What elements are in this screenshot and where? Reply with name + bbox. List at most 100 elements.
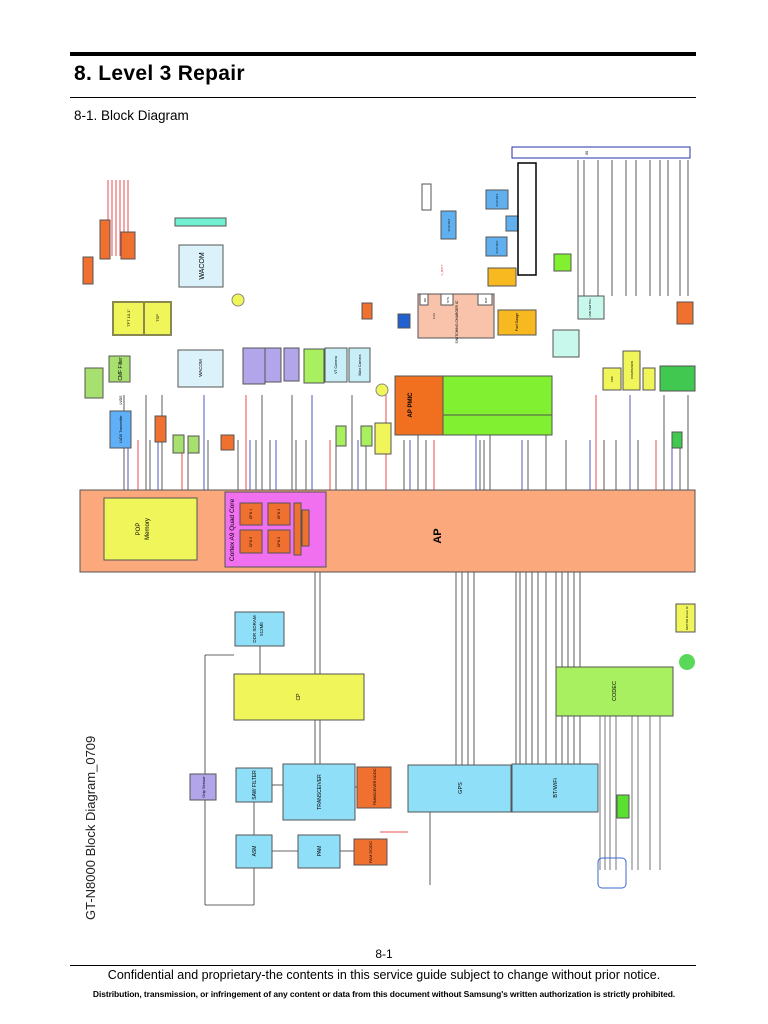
sensor-block-4 [303, 348, 325, 384]
pam-label: PAM [317, 846, 323, 856]
saw-filter-block [235, 767, 273, 803]
pop-memory-block [103, 497, 198, 561]
regulator-block-2 [99, 219, 111, 260]
wacom-top-block [178, 244, 224, 288]
charger-dc-pin [419, 293, 429, 306]
ldo-right [553, 253, 572, 272]
page-number: 8-1 [375, 947, 393, 961]
pch-fet-3 [485, 236, 508, 257]
saw-label: SAW FILTER [252, 770, 258, 800]
pam-block [297, 834, 341, 869]
ldo-array-block [442, 375, 553, 416]
filter-right [671, 431, 683, 449]
fet-small [505, 215, 519, 232]
wires [107, 160, 689, 906]
confidential-notice: Confidential and proprietary-the content… [107, 968, 661, 982]
mic-block [597, 857, 627, 889]
ap-label: AP [432, 528, 444, 543]
sensor-hub-block [659, 365, 696, 392]
grip-label: Grip Sensor [201, 776, 206, 798]
motor-label: MOTOR Driver IC [685, 605, 689, 630]
dig-block [642, 367, 656, 391]
camera-ldo-1 [335, 425, 347, 447]
cpu3-block [267, 502, 291, 526]
legal-notice: Distribution, transmission, or infringem… [92, 989, 676, 999]
ap-pmic-block [394, 375, 444, 436]
charger-bat-label: BAT [484, 297, 488, 303]
status-led-icon [231, 293, 245, 307]
wacom-top-label: WACOM [199, 252, 206, 280]
audio-amp-block [616, 794, 630, 819]
sensor-block-3 [283, 347, 300, 382]
lvds-transmitter-block [109, 410, 132, 449]
btwifi-block [511, 763, 599, 813]
cp-block [233, 673, 365, 721]
regulator-right [676, 301, 694, 325]
tsp-power-block [154, 415, 167, 443]
cortex-label: Cortex A9 Quad Core [229, 499, 236, 562]
lvds-signal-label: LVDS [119, 395, 123, 405]
cpu0-label: CPU 0 [249, 537, 253, 547]
charger-bat-pin [477, 293, 493, 306]
bus-label: 30 [584, 150, 589, 155]
regulator-block-3 [120, 231, 136, 260]
transceiver-label: TRANSCEIVER [317, 774, 323, 810]
codec-block [555, 666, 674, 717]
companion-block [622, 350, 641, 391]
charger-voltage: 4.2V [432, 313, 436, 319]
ldo-block-a [172, 434, 185, 454]
adc-label: ADC [610, 375, 614, 382]
ldo-block-b [187, 435, 200, 454]
sensor-block-1 [242, 347, 266, 385]
battery-block [487, 267, 517, 287]
tsp-label: TSP [155, 314, 160, 322]
ovp-block [421, 183, 432, 211]
tsp-block [145, 303, 170, 334]
pam-dcdc-block [353, 838, 388, 866]
status-led-icon-2 [375, 383, 389, 397]
adc-block [602, 367, 622, 391]
pop-label: POP [136, 523, 142, 536]
cpu1-label: CPU 1 [249, 509, 253, 519]
pch-fet-1-label: P-ch FET [447, 219, 451, 232]
pam-dcdc-label: PAM DC/DC [368, 841, 373, 863]
cpu2-block [267, 529, 291, 554]
system-control-block [293, 502, 302, 556]
pmic-indicator [397, 313, 411, 329]
v-batt-label: V_BATT [440, 264, 444, 275]
l2-cache-block [301, 509, 310, 547]
btwifi-label: BT/WiFi [553, 778, 559, 798]
asm-block [235, 834, 273, 869]
wacom-panel [174, 217, 227, 227]
vt-camera-block [324, 347, 348, 383]
header-rule [70, 52, 696, 56]
grip-sensor-block [189, 773, 217, 801]
cmf-label: CMF Filter [118, 357, 124, 381]
tft-block [114, 303, 143, 334]
motor-driver-block [675, 603, 696, 633]
diagram-caption: GT-N8000 Block Diagram_0709 [83, 735, 98, 920]
page-title: 8. Level 3 Repair [74, 62, 245, 85]
pch-fet-1 [440, 210, 457, 240]
transceiver-dcdc-block [356, 766, 392, 809]
buck-array-block [442, 414, 553, 436]
cmf-filter-block [108, 355, 131, 383]
cpu2-label: CPU 2 [277, 537, 281, 547]
lvds-label: LVDS Transmitter [119, 414, 123, 442]
charger-sys-pin [440, 293, 454, 306]
vt-camera-label: VT Camera [334, 356, 338, 374]
title-divider [70, 97, 696, 98]
backlight-block [84, 367, 104, 399]
section-title: 8-1. Block Diagram [74, 108, 189, 123]
wacom-bottom-block [177, 349, 224, 388]
charger-label: SWITCHING CHARGER IC [455, 300, 459, 343]
footer-rule [70, 965, 696, 966]
usb-switch-label: USB SWITCH [588, 299, 592, 318]
memory-label: Memory [145, 518, 151, 540]
fuel-gauge-block [497, 309, 537, 336]
pch-fet-2-label: P-ch FET [495, 194, 499, 207]
ddr-label: DDR SDRAM [252, 615, 257, 643]
interface-block [552, 329, 580, 358]
codec-label: CODEC [612, 681, 618, 701]
wacom-bottom-label: WACOM [198, 359, 203, 377]
